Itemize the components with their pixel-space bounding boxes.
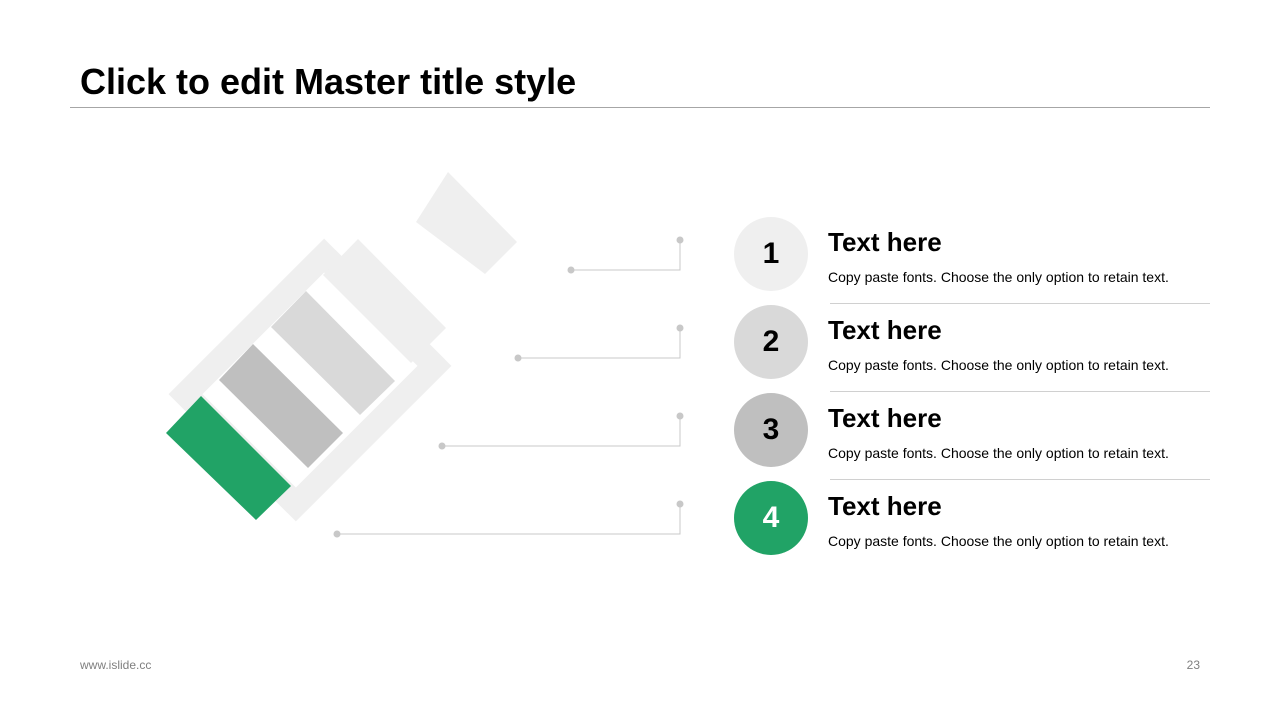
item-2-separator (830, 391, 1210, 392)
item-2-number-badge: 2 (734, 305, 808, 379)
slide-title[interactable]: Click to edit Master title style (80, 61, 577, 102)
connector-2 (518, 328, 681, 359)
item-1-description[interactable]: Copy paste fonts. Choose the only option… (828, 269, 1169, 285)
connector-4 (337, 504, 681, 535)
item-3-separator (830, 479, 1210, 480)
item-1-title[interactable]: Text here (828, 227, 942, 257)
item-4-description[interactable]: Copy paste fonts. Choose the only option… (828, 533, 1169, 549)
connector-3-start-dot (438, 442, 446, 450)
title-divider (70, 107, 1210, 108)
footer-website: www.islide.cc (80, 658, 152, 672)
connector-1-start-dot (567, 266, 575, 274)
footer-page-number: 23 (1186, 658, 1200, 672)
item-1-number-badge: 1 (734, 217, 808, 291)
item-3-number-badge: 3 (734, 393, 808, 467)
connector-1 (571, 240, 681, 271)
connector-2-start-dot (514, 354, 522, 362)
connector-3-end-dot (676, 412, 684, 420)
connector-4-start-dot (333, 530, 341, 538)
item-4-title[interactable]: Text here (828, 491, 942, 521)
item-1-separator (830, 303, 1210, 304)
connector-2-end-dot (676, 324, 684, 332)
charge-bar-3 (271, 291, 395, 415)
charge-bar-2 (219, 344, 343, 468)
battery-icon (168, 238, 452, 522)
item-4-number-badge: 4 (734, 481, 808, 555)
item-3-description[interactable]: Copy paste fonts. Choose the only option… (828, 445, 1169, 461)
item-2-title[interactable]: Text here (828, 315, 942, 345)
battery-cap (416, 172, 517, 274)
battery-inner (202, 272, 418, 488)
item-2-description[interactable]: Copy paste fonts. Choose the only option… (828, 357, 1169, 373)
charge-bar-4 (323, 239, 446, 363)
connector-1-end-dot (676, 236, 684, 244)
charge-bar-1 (166, 396, 291, 520)
item-3-title[interactable]: Text here (828, 403, 942, 433)
connector-3 (442, 416, 681, 447)
connector-4-end-dot (676, 500, 684, 508)
